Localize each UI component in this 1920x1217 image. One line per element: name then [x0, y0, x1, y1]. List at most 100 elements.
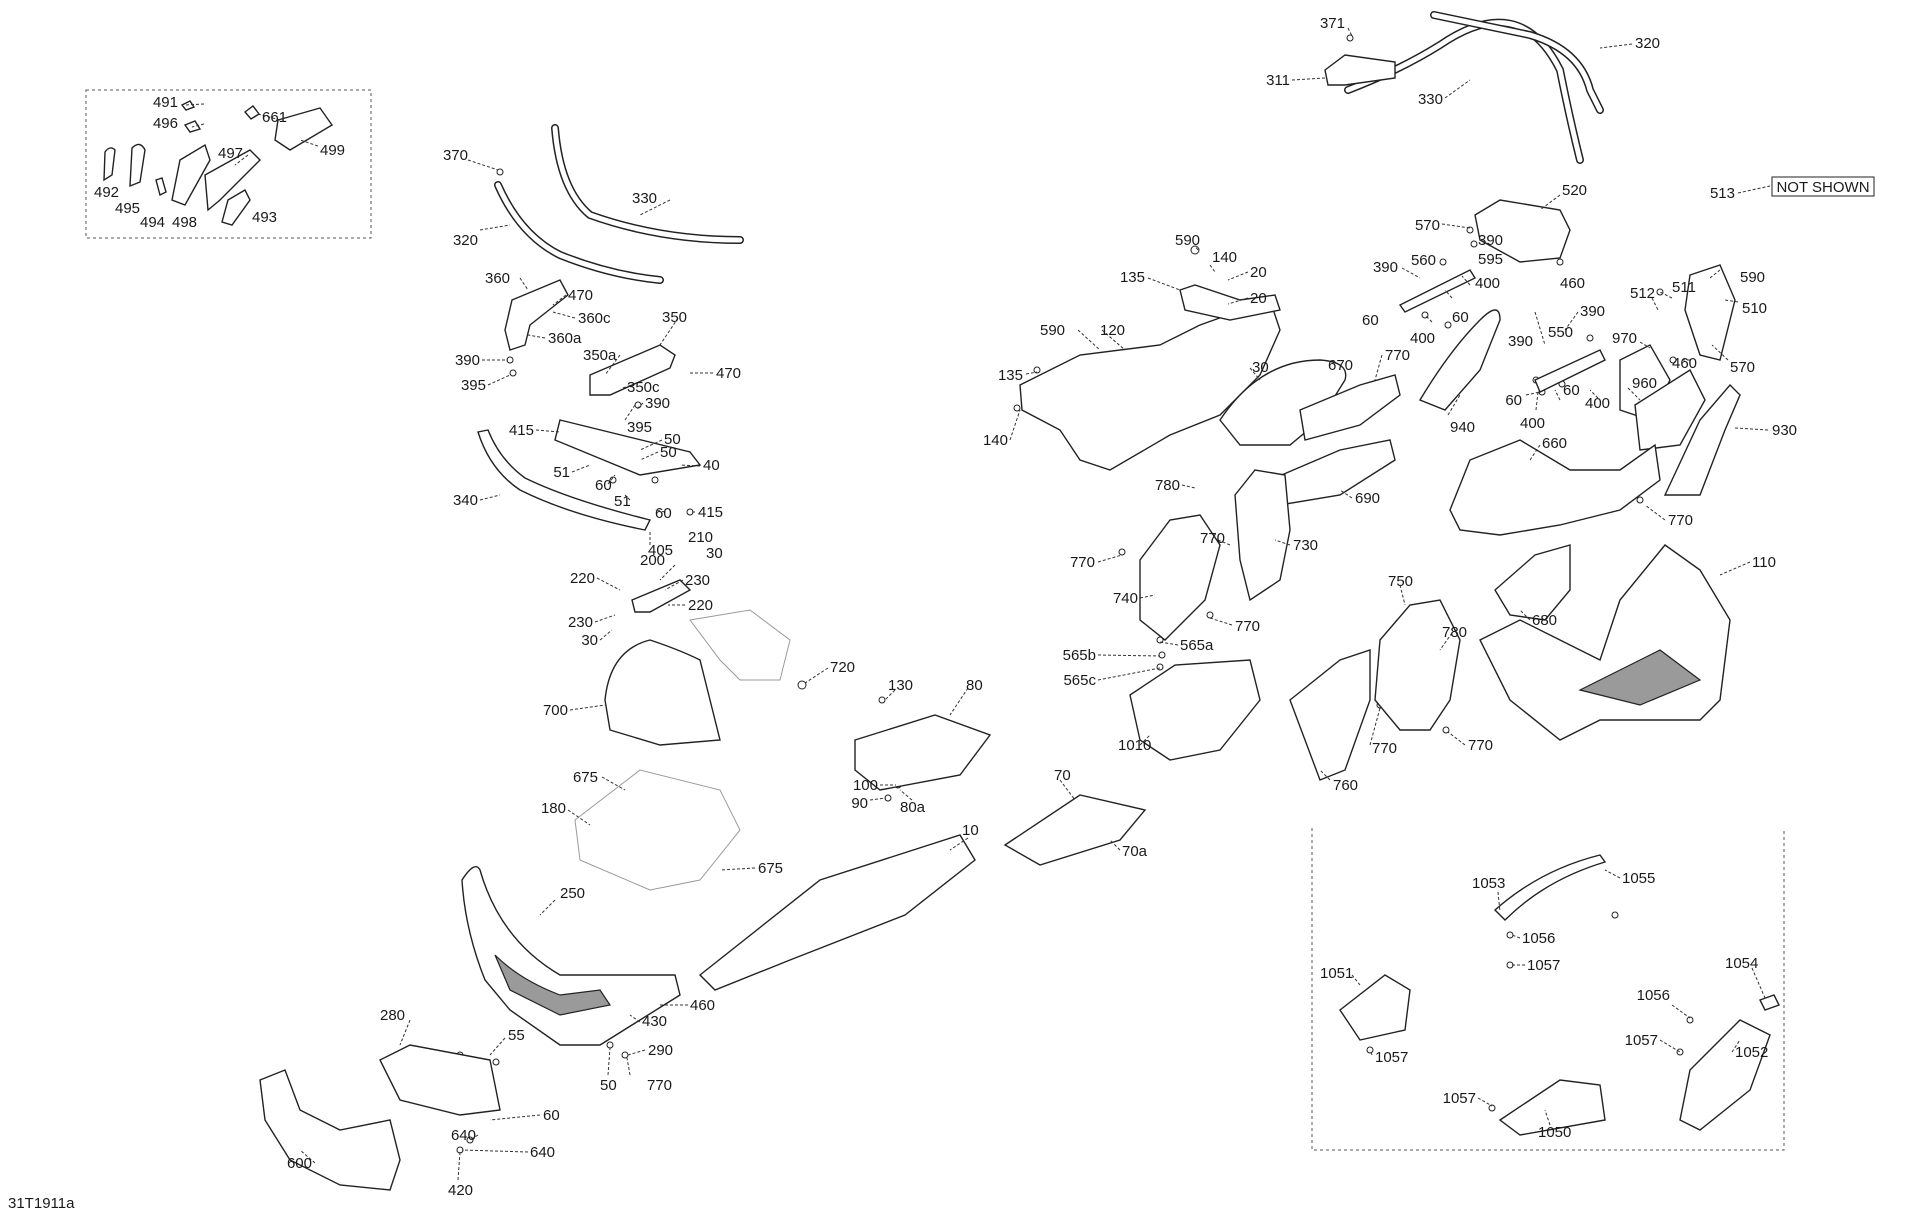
part-200-bracket — [631, 579, 692, 613]
callout-460-bottom: 460 — [690, 997, 715, 1014]
callout-780-b: 780 — [1442, 624, 1467, 641]
callout-770-e: 770 — [1235, 618, 1260, 635]
part-ghost-frame-lower — [574, 769, 741, 891]
callout-511: 511 — [1672, 279, 1696, 296]
callout-60-f: 60 — [655, 505, 672, 522]
callout-330: 330 — [1418, 91, 1443, 108]
callout-760: 760 — [1333, 777, 1358, 794]
callout-50-a: 50 — [664, 431, 681, 448]
callout-230-b: 230 — [568, 614, 593, 631]
part-311-bracket — [1324, 54, 1396, 86]
part-1053-trim — [1493, 854, 1607, 921]
callout-512: 512 — [1630, 285, 1655, 302]
callout-590: 590 — [1175, 232, 1200, 249]
callout-510: 510 — [1742, 300, 1767, 317]
callout-390-b: 390 — [645, 395, 670, 412]
part-10-skid-plate — [698, 834, 976, 991]
callout-320: 320 — [1635, 35, 1660, 52]
callout-60-d: 60 — [1563, 382, 1580, 399]
callout-565c: 565c — [1063, 672, 1096, 689]
part-550-bar — [1534, 349, 1606, 393]
callout-1057-b: 1057 — [1375, 1049, 1408, 1066]
part-1054-clip — [1759, 994, 1780, 1011]
callout-390-left: 390 — [455, 352, 480, 369]
callout-70: 70 — [1054, 767, 1071, 784]
callout-770-g: 770 — [1468, 737, 1493, 754]
callout-340: 340 — [453, 492, 478, 509]
callout-330-left: 330 — [632, 190, 657, 207]
callout-100: 100 — [853, 777, 878, 794]
callout-570-right: 570 — [1730, 359, 1755, 376]
part-730-panel — [1234, 469, 1291, 602]
leader-lines — [184, 27, 1771, 1181]
callout-40: 40 — [703, 457, 720, 474]
inset-box-top-left — [85, 89, 372, 239]
part-770-panel — [1299, 374, 1401, 441]
callout-1053: 1053 — [1472, 875, 1505, 892]
callout-120: 120 — [1100, 322, 1125, 339]
callout-135: 135 — [1120, 269, 1145, 286]
callout-470: 470 — [568, 287, 593, 304]
callout-51-a: 51 — [553, 464, 570, 481]
callout-770-h: 770 — [647, 1077, 672, 1094]
callout-50-c: 50 — [600, 1077, 617, 1094]
part-1010-rear-panel — [1129, 659, 1261, 761]
callout-1052: 1052 — [1735, 1044, 1768, 1061]
callout-400-a: 400 — [1475, 275, 1500, 292]
callout-970: 970 — [1612, 330, 1637, 347]
callout-730: 730 — [1293, 537, 1318, 554]
callout-400-d: 400 — [1585, 395, 1610, 412]
callout-960: 960 — [1632, 375, 1657, 392]
part-520-bracket — [1474, 199, 1571, 263]
callout-250: 250 — [560, 885, 585, 902]
callout-360a: 360a — [548, 330, 582, 347]
callout-740: 740 — [1113, 590, 1138, 607]
inset-box-bottom-right — [1311, 828, 1785, 1151]
part-40-panel — [554, 419, 702, 476]
callout-940: 940 — [1450, 419, 1475, 436]
callout-90: 90 — [851, 795, 868, 812]
part-680-panel — [1494, 544, 1571, 621]
callout-60-e: 60 — [595, 477, 612, 494]
callout-690: 690 — [1355, 490, 1380, 507]
callout-750: 750 — [1388, 573, 1413, 590]
callout-50-b: 50 — [660, 444, 677, 461]
callout-395-b: 395 — [627, 419, 652, 436]
part-280-dash — [379, 1044, 501, 1116]
callout-30-c: 30 — [581, 632, 598, 649]
part-1052-panel — [1679, 1019, 1771, 1131]
callout-640-a: 640 — [451, 1127, 476, 1144]
callout-370: 370 — [443, 147, 468, 164]
part-510-bracket — [1684, 264, 1736, 361]
callout-495: 495 — [115, 200, 140, 217]
part-250-console — [461, 866, 681, 1046]
callout-350: 350 — [662, 309, 687, 326]
callout-51-b: 51 — [614, 493, 631, 510]
callout-290: 290 — [648, 1042, 673, 1059]
part-110-floor-detail — [1578, 649, 1702, 706]
callout-390-r1: 390 — [1580, 303, 1605, 320]
callout-350a: 350a — [583, 347, 617, 364]
callout-770-c: 770 — [1070, 554, 1095, 571]
callout-780: 780 — [1155, 477, 1180, 494]
callout-494: 494 — [140, 214, 165, 231]
callout-700: 700 — [543, 702, 568, 719]
not-shown-label: NOT SHOWN — [1776, 179, 1869, 196]
callout-1056-b: 1056 — [1637, 987, 1670, 1004]
callout-390-top: 390 — [1478, 232, 1503, 249]
callout-130: 130 — [888, 677, 913, 694]
callout-400-c: 400 — [1520, 415, 1545, 432]
callout-595: 595 — [1478, 251, 1503, 268]
callout-661: 661 — [262, 109, 287, 126]
part-340-panel — [477, 429, 652, 531]
callout-498: 498 — [172, 214, 197, 231]
part-560-bar — [1398, 269, 1477, 313]
callout-labels: 371 320 311 330 513 491 496 661 499 497 … — [94, 15, 1797, 1199]
callout-1010: 1010 — [1118, 737, 1151, 754]
callout-180: 180 — [541, 800, 566, 817]
callout-499: 499 — [320, 142, 345, 159]
part-750-panel — [1374, 599, 1461, 731]
callout-400-b: 400 — [1410, 330, 1435, 347]
callout-1055: 1055 — [1622, 870, 1655, 887]
